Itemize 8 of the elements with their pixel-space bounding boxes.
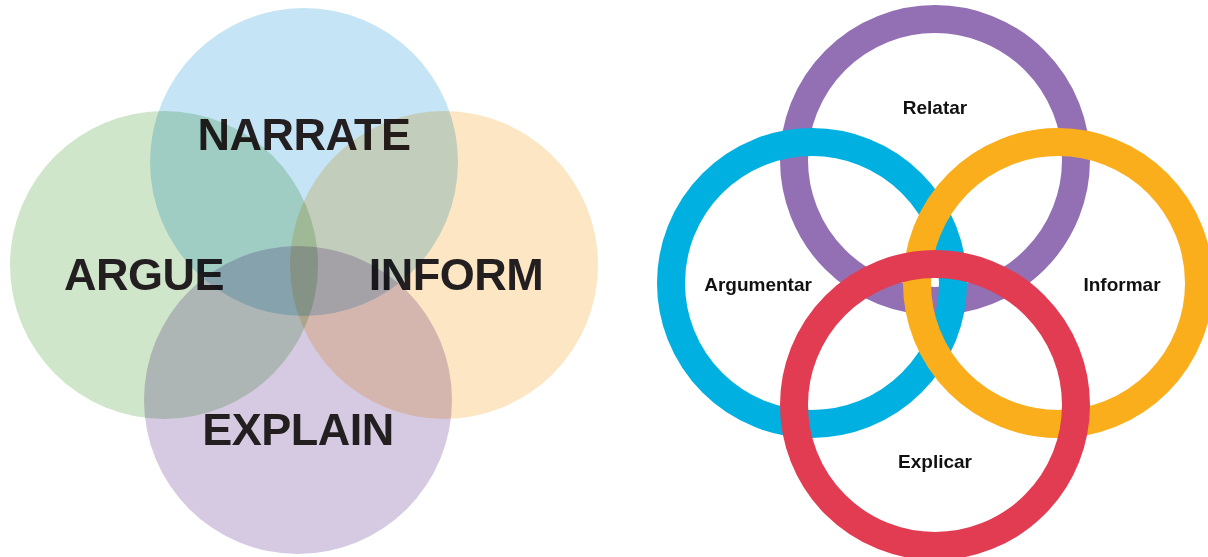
category-label: Relatar xyxy=(902,97,968,119)
category-label: EXPLAIN xyxy=(202,404,394,456)
category-label: Informar xyxy=(1083,274,1161,296)
category-label: Explicar xyxy=(898,451,972,473)
category-label: Argumentar xyxy=(704,274,812,296)
category-label: INFORM xyxy=(368,249,544,301)
category-label: ARGUE xyxy=(64,249,224,301)
category-label: NARRATE xyxy=(197,109,411,161)
